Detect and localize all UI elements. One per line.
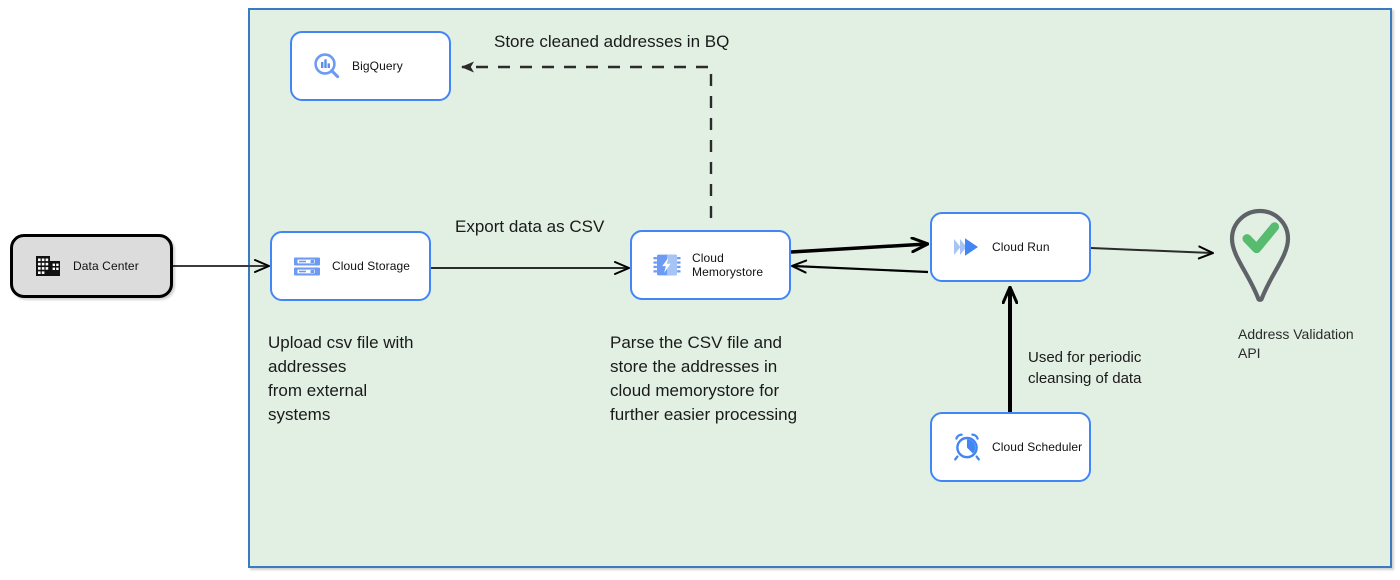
edge-dashed-to-bigquery — [461, 61, 713, 218]
node-bigquery[interactable]: BigQuery — [290, 31, 451, 101]
edge-cloudrun-to-address-api — [1090, 245, 1214, 260]
address-validation-api-label: Address Validation API — [1238, 326, 1354, 361]
memorystore-chip-icon — [650, 248, 684, 282]
edge-label-store-in-bq: Store cleaned addresses in BQ — [494, 32, 730, 51]
node-label: Cloud Memorystore — [692, 250, 764, 279]
bigquery-icon — [310, 49, 344, 83]
building-icon — [31, 249, 65, 283]
node-label: Data Center — [73, 258, 139, 273]
node-label: Cloud Storage — [332, 258, 411, 273]
alarm-clock-icon — [950, 430, 984, 464]
annotation-parse-csv: Parse the CSV file and store the address… — [610, 333, 798, 425]
node-cloud-scheduler[interactable]: Cloud Scheduler — [930, 412, 1091, 482]
node-data-center[interactable]: Data Center — [10, 234, 173, 298]
cloud-run-icon — [950, 230, 984, 264]
map-pin-check-icon — [1229, 208, 1291, 302]
cloud-storage-icon — [290, 249, 324, 283]
edge-cloudrun-to-memorystore — [791, 259, 929, 274]
edge-label-periodic-cleansing: Used for periodic cleansing of data — [1028, 349, 1142, 387]
node-cloud-memorystore[interactable]: Cloud Memorystore — [630, 230, 791, 300]
node-cloud-run[interactable]: Cloud Run — [930, 212, 1091, 282]
node-label: BigQuery — [352, 58, 403, 73]
node-label: Cloud Run — [992, 239, 1050, 254]
node-label: Cloud Scheduler — [992, 439, 1083, 454]
node-address-validation-api[interactable] — [1216, 206, 1304, 306]
edge-label-export-csv: Export data as CSV — [455, 217, 605, 236]
google-cloud-zone-container — [248, 8, 1392, 568]
node-cloud-storage[interactable]: Cloud Storage — [270, 231, 431, 301]
edge-memorystore-to-cloudrun — [790, 244, 927, 254]
annotation-upload-csv: Upload csv file with addresses from exte… — [268, 333, 414, 425]
